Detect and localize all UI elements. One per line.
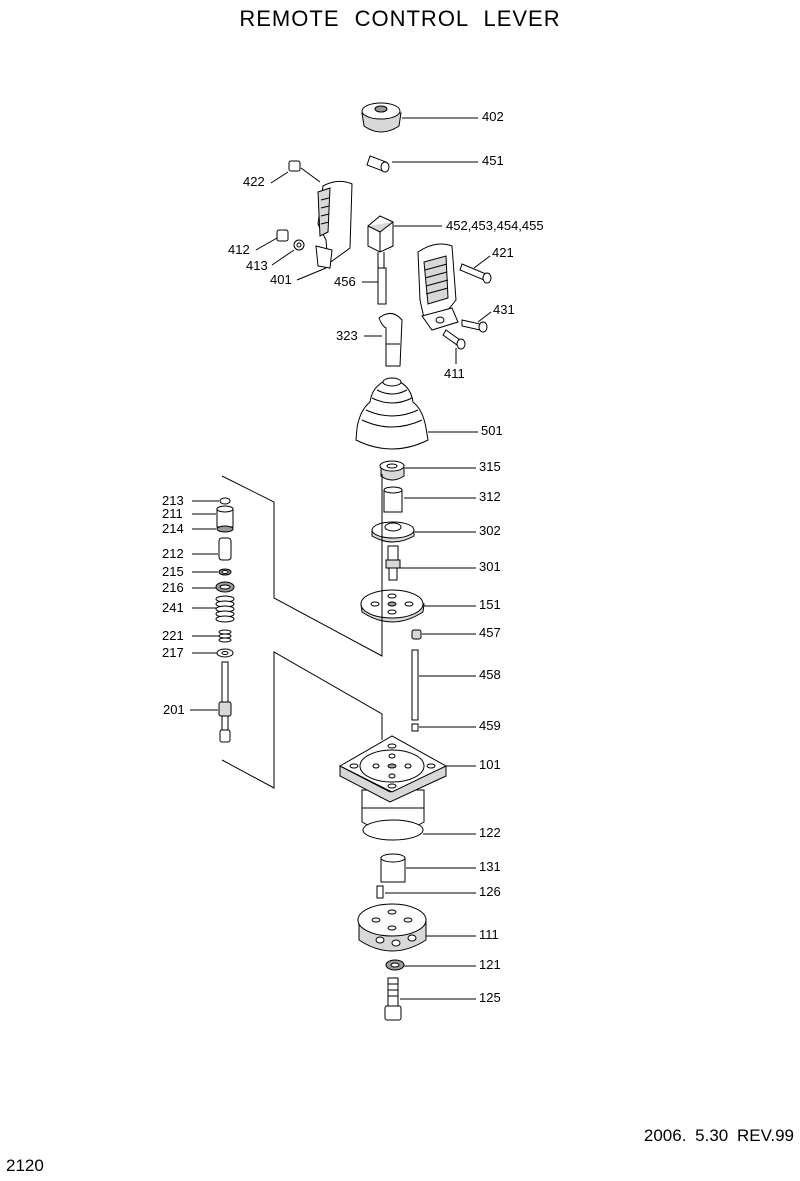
part-312-sleeve: [383, 486, 403, 513]
part-211-plug: [216, 505, 234, 528]
label-411: 411: [444, 366, 465, 381]
label-217: 217: [162, 645, 184, 660]
leader-422b: [300, 167, 321, 183]
part-221-spring: [218, 629, 232, 643]
part-125-bolt: [384, 977, 402, 1021]
part-411-screw: [442, 329, 466, 350]
label-216: 216: [162, 580, 184, 595]
part-214-oring: [216, 525, 234, 533]
label-213: 213: [162, 493, 184, 508]
label-125: 125: [479, 990, 501, 1005]
label-122: 122: [479, 825, 501, 840]
label-215: 215: [162, 564, 184, 579]
label-221: 221: [162, 628, 184, 643]
label-241: 241: [162, 600, 184, 615]
label-431: 431: [493, 302, 515, 317]
part-215-oring: [218, 568, 232, 576]
part-122-oring: [362, 819, 424, 841]
revision-date: 2006. 5.30 REV.99: [643, 1126, 794, 1145]
part-451-pin: [366, 155, 390, 173]
label-401: 401: [270, 272, 292, 287]
part-431-screw: [461, 319, 488, 333]
part-413-washer: [293, 239, 305, 251]
leader-413: [271, 249, 295, 266]
page-title: REMOTE CONTROL LEVER: [239, 6, 561, 31]
leader-412: [255, 237, 278, 251]
part-315-nut: [379, 460, 405, 481]
leader-431: [477, 311, 492, 323]
label-302: 302: [479, 523, 501, 538]
label-111: 111: [479, 927, 499, 942]
part-421-screw: [459, 263, 492, 284]
part-458-rod: [411, 649, 419, 721]
part-217-washer: [216, 648, 234, 658]
part-216-seat: [215, 581, 235, 593]
part-301-joint: [385, 545, 401, 581]
label-459: 459: [479, 718, 501, 733]
part-126-pin: [376, 885, 384, 899]
label-315: 315: [479, 459, 501, 474]
label-131: 131: [479, 859, 501, 874]
part-101-casing: [338, 735, 448, 832]
part-452-switch: [367, 215, 394, 268]
part-131-bushing: [380, 853, 406, 883]
part-323-tube: [378, 313, 403, 367]
part-201-spool: [218, 661, 232, 743]
label-323: 323: [336, 328, 358, 343]
part-422-nut: [288, 160, 301, 172]
label-413: 413: [246, 258, 268, 273]
label-456: 456: [334, 274, 356, 289]
label-214: 214: [162, 521, 184, 536]
label-201: 201: [163, 702, 185, 717]
part-402-cap: [361, 102, 402, 133]
part-212-push-rod: [218, 537, 232, 561]
label-421: 421: [492, 245, 514, 260]
label-126: 126: [479, 884, 501, 899]
label-211: 211: [162, 506, 183, 521]
part-241-spring: [215, 595, 235, 623]
assembly-bracket-lines: [221, 474, 383, 789]
label-412: 412: [228, 242, 250, 257]
part-grip-right: [417, 243, 459, 331]
part-111-base: [357, 903, 427, 952]
page-number: 2120: [6, 1156, 44, 1175]
label-457: 457: [479, 625, 501, 640]
label-212: 212: [162, 546, 184, 561]
part-459-pin: [411, 723, 419, 732]
label-312: 312: [479, 489, 501, 504]
label-458: 458: [479, 667, 501, 682]
part-412-nut: [276, 229, 289, 242]
label-501: 501: [481, 423, 503, 438]
label-422: 422: [243, 174, 265, 189]
label-452: 452,453,454,455: [446, 218, 544, 233]
part-302-disc: [371, 521, 415, 543]
label-402: 402: [482, 109, 504, 124]
part-213-ring: [219, 497, 231, 505]
leader-422: [270, 171, 289, 184]
part-457-cap: [411, 629, 422, 640]
label-151: 151: [479, 597, 501, 612]
part-401-grip-left: [315, 180, 353, 269]
label-121: 121: [479, 957, 501, 972]
leader-401: [296, 267, 327, 281]
part-456-cable: [377, 267, 387, 305]
leader-421: [473, 255, 491, 269]
label-101: 101: [479, 757, 501, 772]
part-151-plate: [360, 589, 425, 623]
part-501-boot: [355, 377, 429, 450]
label-451: 451: [482, 153, 504, 168]
label-301: 301: [479, 559, 501, 574]
part-121-washer: [385, 959, 405, 971]
